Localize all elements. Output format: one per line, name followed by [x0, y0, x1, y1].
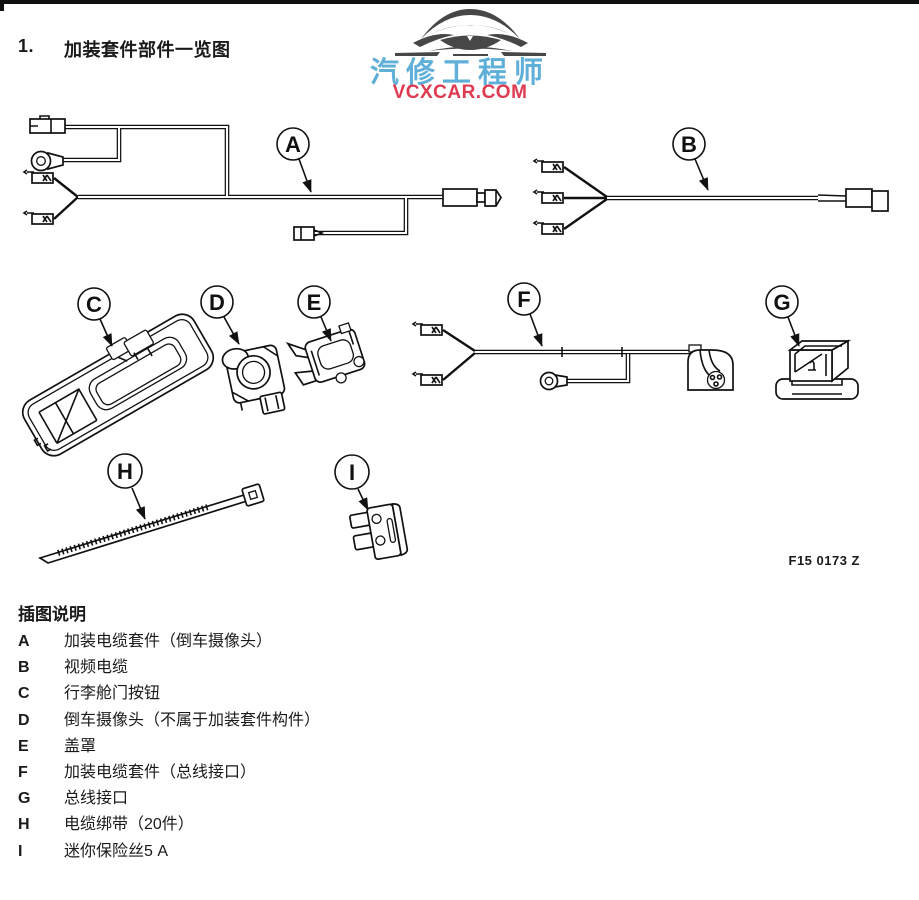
label-a: A	[276, 127, 312, 193]
legend-desc: 视频电缆	[64, 659, 129, 677]
watermark-site-text: VCXCAR.COM	[392, 82, 528, 103]
part-c-trunk-button-drawing	[21, 313, 215, 457]
figure-code: F15 0173 Z	[788, 553, 860, 568]
legend-desc: 总线接口	[64, 790, 129, 808]
label-c-letter: C	[86, 292, 102, 317]
car-logo-icon	[395, 9, 546, 56]
video-connector-icon	[845, 188, 889, 212]
label-b: B	[672, 127, 709, 191]
part-g-bus-interface-drawing	[775, 339, 859, 400]
legend-desc: 倒车摄像头（不属于加装套件构件）	[64, 711, 321, 729]
legend-key: C	[18, 685, 30, 703]
label-g: G	[765, 285, 800, 347]
legend-row-h: H 电缆绑带（20件）	[18, 812, 618, 838]
label-b-letter: B	[681, 132, 697, 157]
legend-key: B	[18, 659, 30, 677]
part-a-camera-cable-kit-drawing	[23, 115, 503, 241]
flag-connector-icon	[687, 344, 734, 391]
label-a-letter: A	[285, 132, 301, 157]
label-d-letter: D	[209, 290, 225, 315]
legend-row-f: F 加装电缆套件（总线接口）	[18, 760, 618, 786]
legend-key: D	[18, 711, 30, 729]
camera-lens-icon	[221, 347, 271, 390]
legend-key: A	[18, 633, 30, 650]
ring-terminal-icon	[539, 371, 568, 391]
part-i-mini-fuse-drawing	[349, 503, 409, 561]
legend-key: G	[18, 790, 31, 808]
legend-desc: 行李舱门按钮	[64, 685, 161, 703]
label-e-letter: E	[307, 290, 322, 315]
legend-key: E	[18, 737, 29, 755]
legend-row-c: C 行李舱门按钮	[18, 681, 618, 707]
watermark-brand-text: 汽修工程师	[369, 57, 550, 89]
label-g-letter: G	[773, 290, 790, 315]
legend-desc: 电缆绑带（20件）	[64, 816, 194, 834]
label-i-letter: I	[349, 460, 355, 485]
button-switch-icon	[106, 329, 154, 362]
label-e: E	[297, 285, 332, 342]
part-e-cover-drawing	[285, 322, 366, 386]
legend-key: H	[18, 816, 30, 834]
legend-desc: 迷你保险丝5 A	[64, 842, 169, 860]
section-number: 1.	[18, 36, 35, 56]
part-h-cable-tie-drawing	[37, 483, 265, 564]
label-i: I	[334, 454, 370, 511]
label-f: F	[507, 282, 543, 347]
legend-desc: 盖罩	[64, 737, 97, 755]
page-top-border	[0, 0, 919, 4]
legend-row-d: D 倒车摄像头（不属于加装套件构件）	[18, 708, 618, 734]
label-h: H	[107, 453, 146, 520]
flat-terminal-icon	[29, 115, 66, 134]
legend-desc: 加装电缆套件（总线接口）	[64, 763, 257, 781]
branch-connector-icon	[293, 226, 325, 241]
label-d: D	[200, 285, 240, 345]
legend-desc: 加装电缆套件（倒车摄像头）	[64, 633, 273, 650]
legend-row-a: A 加装电缆套件（倒车摄像头）	[18, 629, 618, 655]
legend-key: I	[18, 842, 23, 860]
legend-row-g: G 总线接口	[18, 786, 618, 812]
legend-row-e: E 盖罩	[18, 734, 618, 760]
legend-row-i: I 迷你保险丝5 A	[18, 839, 618, 865]
part-b-video-cable-drawing	[533, 158, 889, 235]
legend-list: A 加装电缆套件（倒车摄像头） B 视频电缆 C 行李舱门按钮 D 倒车摄像头（…	[18, 629, 618, 865]
legend-heading: 插图说明	[18, 605, 86, 624]
ring-terminal-icon	[30, 150, 64, 172]
parts-overview-diagram: A B C D E F G H I	[21, 115, 889, 564]
label-f-letter: F	[517, 287, 530, 312]
label-h-letter: H	[117, 459, 133, 484]
page-corner-mark	[0, 0, 4, 11]
legend-key: F	[18, 763, 28, 781]
part-d-camera-drawing	[221, 344, 286, 415]
rca-connector-icon	[442, 188, 503, 207]
legend-row-b: B 视频电缆	[18, 655, 618, 681]
part-f-bus-cable-kit-drawing	[412, 321, 734, 391]
label-c: C	[77, 287, 113, 347]
section-title-text: 加装套件部件一览图	[64, 40, 231, 60]
